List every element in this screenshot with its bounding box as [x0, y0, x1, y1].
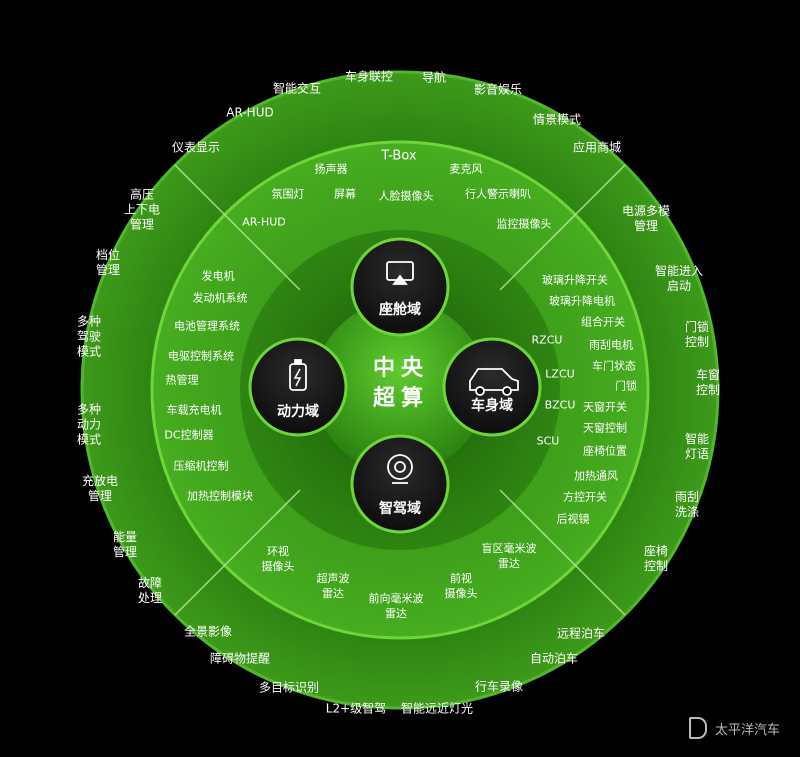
inner-adas-item: 超声波 雷达 [316, 572, 350, 600]
outer-body-item: 门锁 控制 [684, 320, 710, 349]
inner-power-item: 加热控制模块 [187, 489, 253, 503]
outer-cockpit-item: 应用商城 [572, 140, 622, 155]
center-hub [314, 301, 486, 473]
inner-power-item: 电驱控制系统 [168, 349, 234, 363]
outer-power-item: 能量 管理 [112, 530, 138, 559]
domain-label-body: 车身域 [471, 398, 513, 414]
outer-cockpit-item: 车身联控 [344, 69, 394, 84]
inner-body-item: 门锁 [615, 379, 637, 393]
inner-cockpit-item: 麦克风 [449, 162, 483, 176]
inner-power-item: 发动机系统 [192, 291, 248, 305]
outer-adas-item: 障碍物提醒 [209, 651, 271, 666]
outer-cockpit-item: AR-HUD [226, 105, 274, 120]
outer-body-item: 座椅 控制 [643, 544, 669, 573]
inner-body-unit: SCU [536, 434, 560, 448]
domain-node-adas[interactable] [350, 434, 450, 534]
inner-body-item: 车门状态 [592, 359, 636, 373]
outer-body-item: 雨刮 洗涤 [674, 490, 700, 519]
inner-power-item: 电池管理系统 [174, 319, 240, 333]
outer-body-item: 车窗 控制 [695, 368, 721, 397]
inner-body-item: 加热通风 [574, 469, 618, 483]
inner-body-item: 天窗控制 [583, 421, 627, 435]
camera-icon [387, 454, 413, 484]
inner-power-item: DC控制器 [164, 428, 214, 442]
inner-body-item: 座椅位置 [583, 444, 627, 458]
inner-power-item: 车载充电机 [166, 403, 222, 417]
inner-body-unit: RZCU [531, 333, 563, 347]
outer-adas-item: 行车录像 [474, 679, 524, 694]
inner-adas-item: 前向毫米波 雷达 [368, 592, 424, 620]
outer-power-item: 多种 驾驶 模式 [76, 314, 102, 359]
outer-adas-item: 自动泊车 [529, 651, 579, 666]
inner-body-unit: BZCU [544, 398, 576, 412]
divider-lines [174, 164, 626, 616]
outer-cockpit-item: 智能交互 [272, 81, 322, 96]
inner-cockpit-item: 屏幕 [334, 187, 356, 201]
pcauto-logo-icon [688, 717, 707, 739]
outer-power-item: 故障 处理 [137, 576, 163, 605]
inner-power-item: 热管理 [165, 373, 199, 387]
inner-body-item: 方控开关 [563, 490, 607, 504]
outer-power-item: 多种 动力 模式 [76, 402, 102, 447]
domain-node-cockpit[interactable] [350, 237, 450, 337]
inner-body-item: 天窗开关 [583, 400, 627, 414]
outer-adas-item: 远程泊车 [556, 626, 606, 641]
inner-power-item: 压缩机控制 [173, 459, 229, 473]
outer-cockpit-item: 导航 [421, 70, 447, 85]
outer-power-item: 档位 管理 [95, 248, 121, 277]
inner-cockpit-item: 氛围灯 [271, 187, 305, 201]
domain-node-power[interactable] [248, 337, 348, 437]
domain-label-cockpit: 座舱域 [379, 302, 421, 318]
watermark-text: 太平洋汽车 [714, 722, 780, 738]
inner-body-item: 组合开关 [581, 315, 625, 329]
outer-power-item: 高压 上下电 管理 [123, 187, 161, 232]
watermark: 太平洋汽车 [688, 717, 780, 739]
inner-body-unit: LZCU [545, 367, 575, 381]
inner-cockpit-item: AR-HUD [242, 215, 286, 229]
inner-cockpit-item: 扬声器 [314, 162, 348, 176]
outer-power-item: 充放电 管理 [81, 474, 119, 503]
domain-label-adas: 智驾域 [379, 501, 421, 517]
inner-cockpit-item: T-Box [381, 148, 417, 164]
inner-body-item: 玻璃升降开关 [542, 273, 608, 287]
outer-adas-item: L2+级智驾 [325, 701, 387, 716]
outer-body-item: 电源多模 管理 [621, 204, 671, 233]
inner-power-item: 发电机 [201, 269, 235, 283]
inner-body-item: 玻璃升降电机 [549, 294, 615, 308]
inner-body-item: 后视镜 [556, 512, 590, 526]
inner-cockpit-item: 人脸摄像头 [378, 189, 434, 203]
outer-adas-item: 智能远近灯光 [400, 701, 474, 716]
outer-cockpit-item: 情景模式 [532, 112, 582, 127]
inner-cockpit-item: 行人警示喇叭 [465, 187, 531, 201]
center-title: 中央 超算 [372, 356, 430, 411]
battery-icon [289, 359, 307, 391]
domain-label-power: 动力域 [277, 404, 319, 420]
outer-cockpit-item: 仪表显示 [171, 140, 221, 155]
inner-adas-item: 盲区毫米波 雷达 [481, 542, 537, 570]
screen-icon [386, 261, 414, 285]
outer-cockpit-item: 影音娱乐 [473, 82, 523, 97]
outer-adas-item: 多目标识别 [258, 680, 320, 695]
domain-node-body[interactable] [442, 337, 542, 437]
inner-adas-item: 前视 摄像头 [444, 572, 478, 600]
inner-cockpit-item: 监控摄像头 [496, 217, 552, 231]
outer-adas-item: 全景影像 [183, 624, 233, 639]
inner-body-item: 雨刮电机 [589, 338, 633, 352]
inner-adas-item: 环视 摄像头 [261, 545, 295, 573]
car-icon [469, 368, 519, 396]
outer-body-item: 智能 灯语 [684, 432, 710, 461]
outer-body-item: 智能进入 启动 [654, 264, 704, 293]
